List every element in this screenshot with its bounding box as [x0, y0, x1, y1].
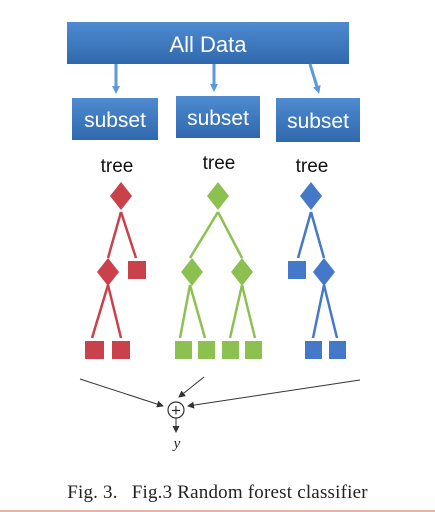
leaf-node: [305, 341, 322, 359]
subset-label-3: subset: [287, 110, 349, 133]
output-label: y: [172, 436, 181, 452]
decision-node: [97, 258, 119, 286]
all-data-label: All Data: [169, 32, 247, 57]
subset-label-1: subset: [84, 109, 146, 132]
leaf-node: [222, 341, 239, 359]
decision-node: [231, 258, 253, 286]
leaf-node: [175, 341, 192, 359]
tree-label-3: tree: [296, 156, 329, 177]
leaf-node: [198, 341, 215, 359]
subset-box-1: subset: [72, 98, 158, 140]
connector-green: [178, 376, 205, 398]
plus-icon: +: [171, 404, 182, 419]
decision-node: [300, 182, 322, 210]
subset-label-2: subset: [187, 107, 249, 130]
decision-node: [313, 258, 335, 286]
tree-green: [175, 182, 262, 359]
tree-label-2: tree: [203, 153, 236, 174]
leaf-node: [329, 341, 346, 359]
figure-caption: Fig. 3. Fig.3 Random forest classifier: [0, 482, 435, 504]
leaf-node: [245, 341, 262, 359]
random-forest-diagram: All Data subset subset subset tree tree …: [67, 22, 361, 452]
decision-node: [207, 182, 229, 210]
tree-label-1: tree: [101, 156, 134, 177]
root-to-subset-arrows: [112, 63, 321, 94]
tree-red: [85, 182, 146, 359]
figure-number: Fig. 3.: [67, 482, 118, 503]
decision-node: [110, 182, 132, 210]
leaf-node: [112, 341, 130, 359]
leaf-node: [85, 341, 104, 359]
tree-blue: [288, 182, 346, 359]
decision-node: [181, 258, 203, 286]
connector-red: [79, 378, 164, 408]
vote-connectors: [79, 376, 361, 409]
leaf-node: [128, 261, 146, 279]
leaf-node: [288, 261, 306, 279]
caption-text: Fig.3 Random forest classifier: [131, 482, 368, 503]
subset-box-3: subset: [276, 98, 360, 142]
connector-blue: [187, 379, 361, 409]
subset-box-2: subset: [176, 96, 260, 138]
arrow-to-subset-3: [308, 63, 321, 94]
bottom-divider: [0, 510, 435, 512]
all-data-box: All Data: [67, 22, 349, 64]
combiner-node: +: [167, 401, 185, 419]
